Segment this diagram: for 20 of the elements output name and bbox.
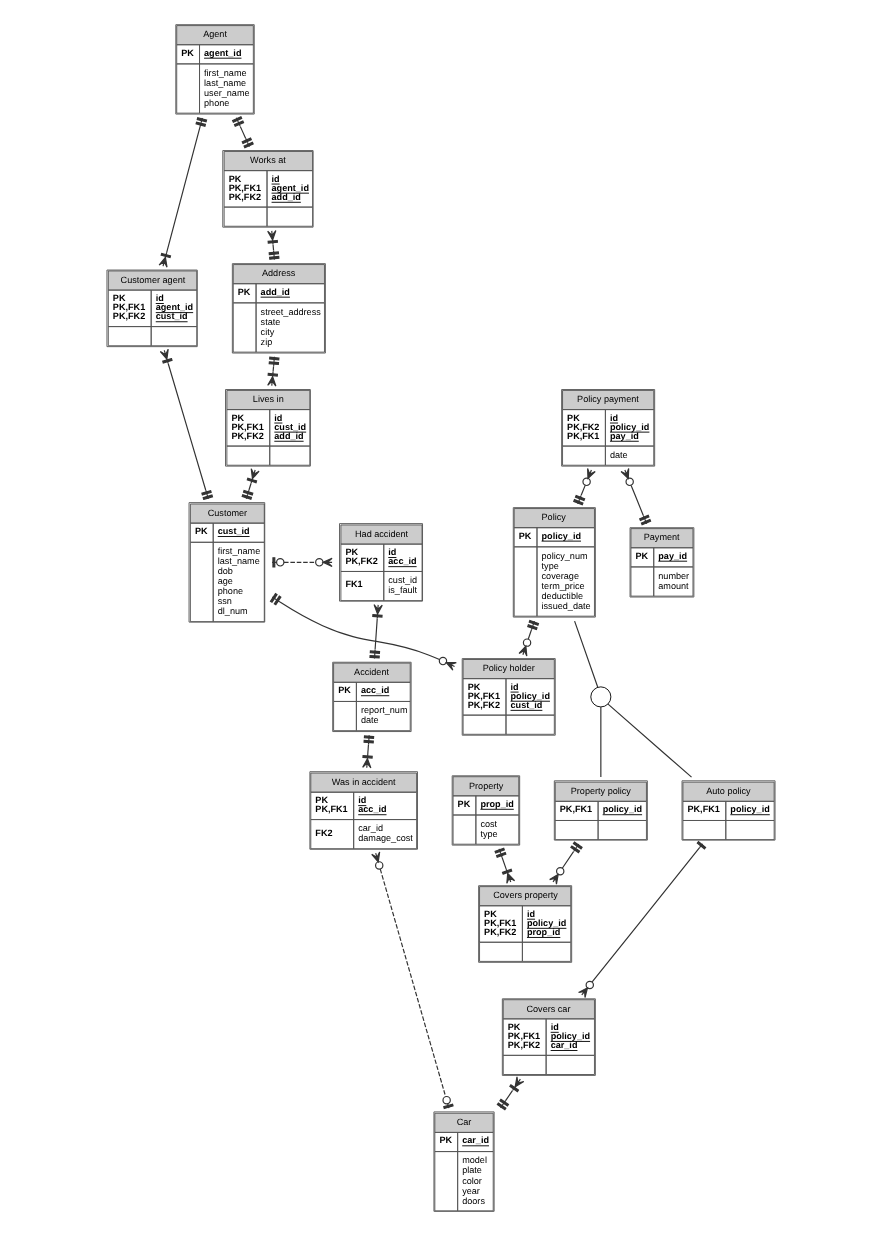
connector	[266, 356, 279, 387]
node-circle	[589, 686, 611, 708]
connector	[157, 117, 207, 268]
connector	[517, 619, 539, 657]
connector	[572, 467, 595, 506]
connector	[266, 229, 279, 261]
connector	[548, 841, 582, 885]
connector	[268, 592, 456, 671]
connector	[573, 620, 598, 688]
connector	[240, 468, 259, 500]
connector	[158, 348, 213, 501]
connector	[368, 604, 382, 660]
connector	[599, 706, 601, 778]
connector	[230, 116, 253, 149]
connector	[370, 851, 453, 1110]
connector	[577, 840, 706, 999]
connector	[495, 1076, 524, 1111]
connector	[493, 847, 515, 884]
connector	[619, 467, 651, 526]
connector	[606, 703, 692, 778]
